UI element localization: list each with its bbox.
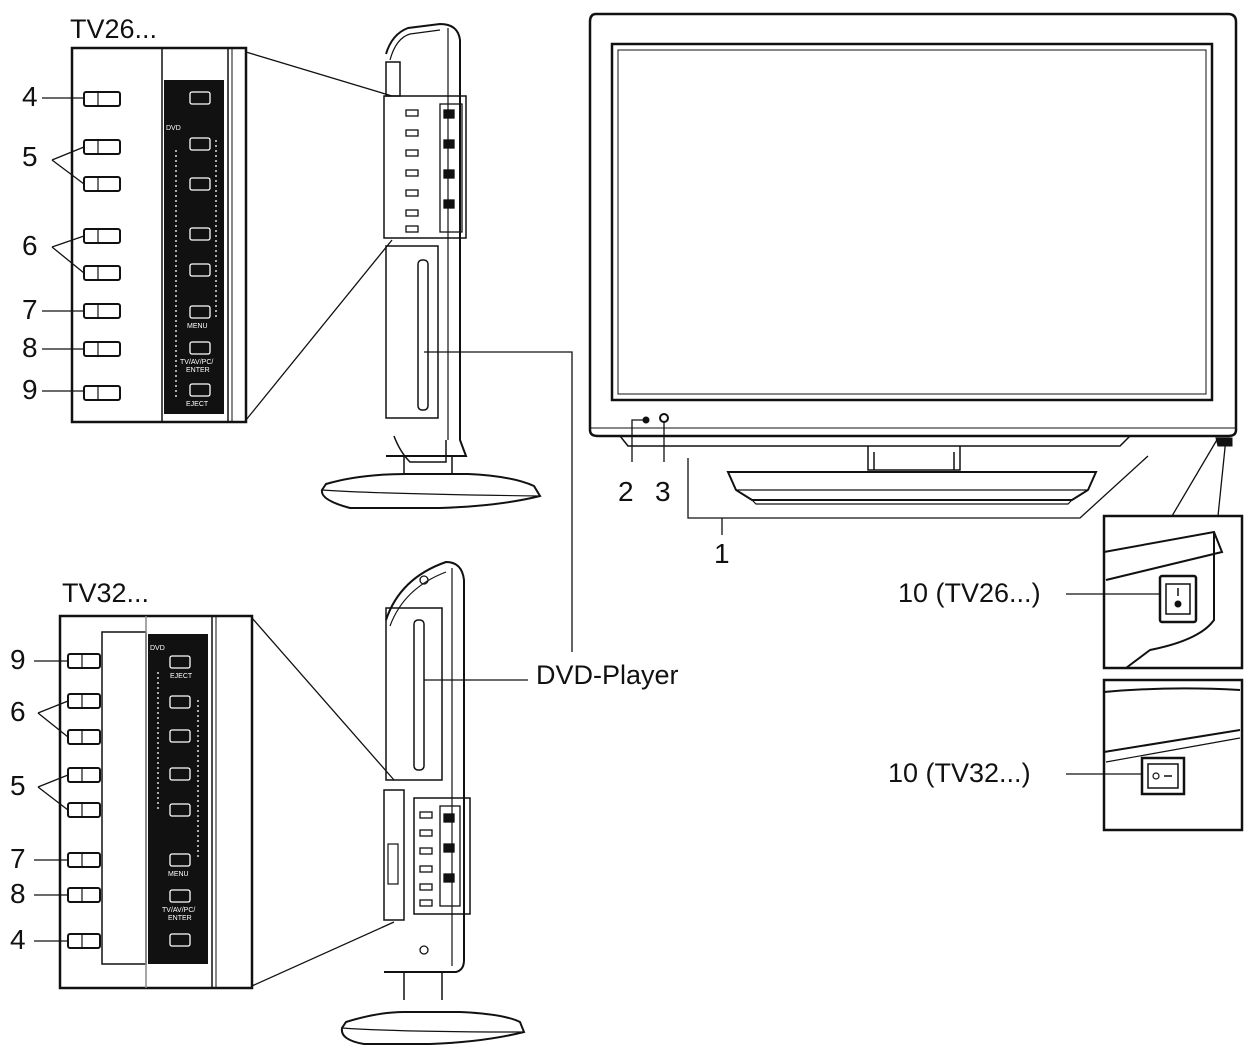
switch-tv26-label: 10 (TV26...) (898, 578, 1041, 608)
tv32-eject-text: EJECT (170, 673, 193, 680)
tv-front-stand-base (726, 471, 1098, 501)
tv26-callout-leaders (42, 97, 85, 392)
tv26-source-text: TV/AV/PC/ (180, 359, 213, 366)
tv32-dvd-slot (385, 607, 443, 781)
switch-inset-tv26 (1066, 514, 1244, 670)
tv26-side-view (245, 22, 573, 652)
tv26-title: TV26... (70, 14, 158, 44)
dvd-player-label: DVD-Player (536, 660, 679, 690)
label-1: 1 (714, 538, 730, 569)
tv26-callout-7: 7 (22, 294, 38, 325)
tv32-stand-base (340, 1011, 526, 1045)
switch-inset-tv32 (1066, 678, 1244, 832)
tv32-enter-text: ENTER (168, 915, 192, 922)
leader-dvd-player (424, 351, 573, 652)
tv-front-screen (610, 42, 1214, 402)
tv-front-stand-neck (867, 446, 961, 471)
tv32-callout-leaders (34, 660, 69, 942)
tv26-dvd-slot (385, 245, 439, 419)
tv32-side-view (251, 560, 528, 1045)
label-2: 2 (618, 476, 634, 507)
tv32-dvd-tag: DVD (150, 645, 165, 652)
tv32-side-keys (67, 653, 101, 949)
tv26-callout-5: 5 (22, 141, 38, 172)
label-3: 3 (655, 476, 671, 507)
tv32-callout-9: 9 (10, 644, 26, 675)
tv-front-bezel (588, 12, 1238, 438)
tv26-enter-text: ENTER (186, 367, 210, 374)
tv26-side-buttons (405, 103, 463, 233)
tv26-eject-text: EJECT (186, 401, 209, 408)
tv32-control-panel: DVD EJECT MENU TV/AV/PC/ ENTER (34, 614, 254, 990)
tv32-callout-7: 7 (10, 843, 26, 874)
tv32-callout-5: 5 (10, 770, 26, 801)
tv-front-view (588, 12, 1238, 535)
tv26-callout-6: 6 (22, 230, 38, 261)
leader-front-led (631, 419, 646, 462)
tv-front-ir-sensor (659, 413, 669, 423)
leader-front-bottom (687, 455, 1149, 519)
tv26-callout-4: 4 (22, 81, 38, 112)
switch-zoom-lines (1171, 437, 1227, 517)
tv26-callout-8: 8 (22, 332, 38, 363)
tv32-menu-text: MENU (168, 871, 189, 878)
switch-tv32-label: 10 (TV32...) (888, 758, 1031, 788)
tv26-menu-text: MENU (187, 323, 208, 330)
tv26-control-panel: DVD MENU TV/AV/PC/ ENTER EJECT (42, 46, 248, 424)
tv26-dvd-tag: DVD (166, 125, 181, 132)
tv32-title: TV32... (62, 578, 150, 608)
tv26-button-strip (164, 80, 224, 414)
rocker-switch-tv32 (1140, 756, 1186, 796)
tv32-callout-6: 6 (10, 696, 26, 727)
tv26-side-keys (83, 91, 121, 401)
tv32-side-buttons (419, 805, 461, 907)
tv32-callout-8: 8 (10, 878, 26, 909)
tv32-callout-4: 4 (10, 924, 26, 955)
tv26-stand-base (320, 473, 542, 509)
tv26-callout-9: 9 (22, 374, 38, 405)
tv32-source-text: TV/AV/PC/ (162, 907, 195, 914)
rocker-switch-tv26 (1158, 574, 1198, 624)
